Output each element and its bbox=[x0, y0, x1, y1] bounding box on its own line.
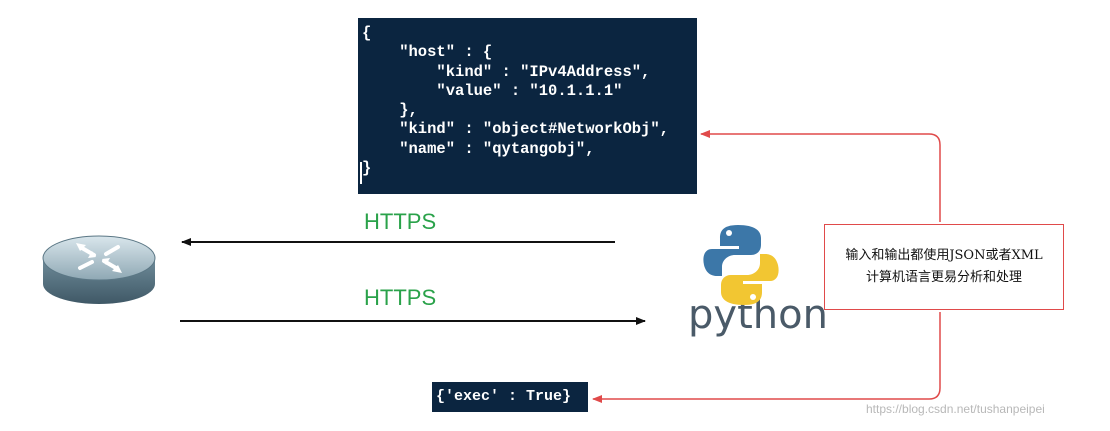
code-line: "host" : { bbox=[362, 43, 493, 62]
code-line: } bbox=[362, 159, 372, 178]
watermark: https://blog.csdn.net/tushanpeipei bbox=[866, 402, 1045, 416]
code-line: }, bbox=[362, 101, 418, 120]
code-line: "value" : "10.1.1.1" bbox=[362, 81, 623, 100]
text-cursor bbox=[360, 162, 362, 184]
note-line-2: 计算机语言更易分析和处理 bbox=[865, 270, 1022, 285]
note-box: 输入和输出都使用JSON或者XML 计算机语言更易分析和处理 bbox=[824, 224, 1064, 310]
code-line: "kind" : "IPv4Address", bbox=[362, 62, 651, 81]
code-line: "kind" : "object#NetworkObj", bbox=[362, 120, 669, 139]
red-connector-bottom bbox=[592, 312, 941, 403]
https-label-bottom: HTTPS bbox=[364, 285, 437, 310]
note-line-1: 输入和输出都使用JSON或者XML bbox=[845, 248, 1043, 263]
https-label-top: HTTPS bbox=[364, 209, 437, 234]
code-line: { bbox=[362, 24, 372, 42]
json-response-panel: {'exec' : True} bbox=[432, 382, 588, 412]
red-connector-top bbox=[700, 130, 941, 222]
code-line: "name" : "qytangobj", bbox=[362, 139, 595, 158]
router-icon bbox=[42, 235, 156, 304]
json-request-panel: { "host" : { "kind" : "IPv4Address", "va… bbox=[358, 18, 697, 194]
python-logo-icon bbox=[703, 225, 779, 305]
